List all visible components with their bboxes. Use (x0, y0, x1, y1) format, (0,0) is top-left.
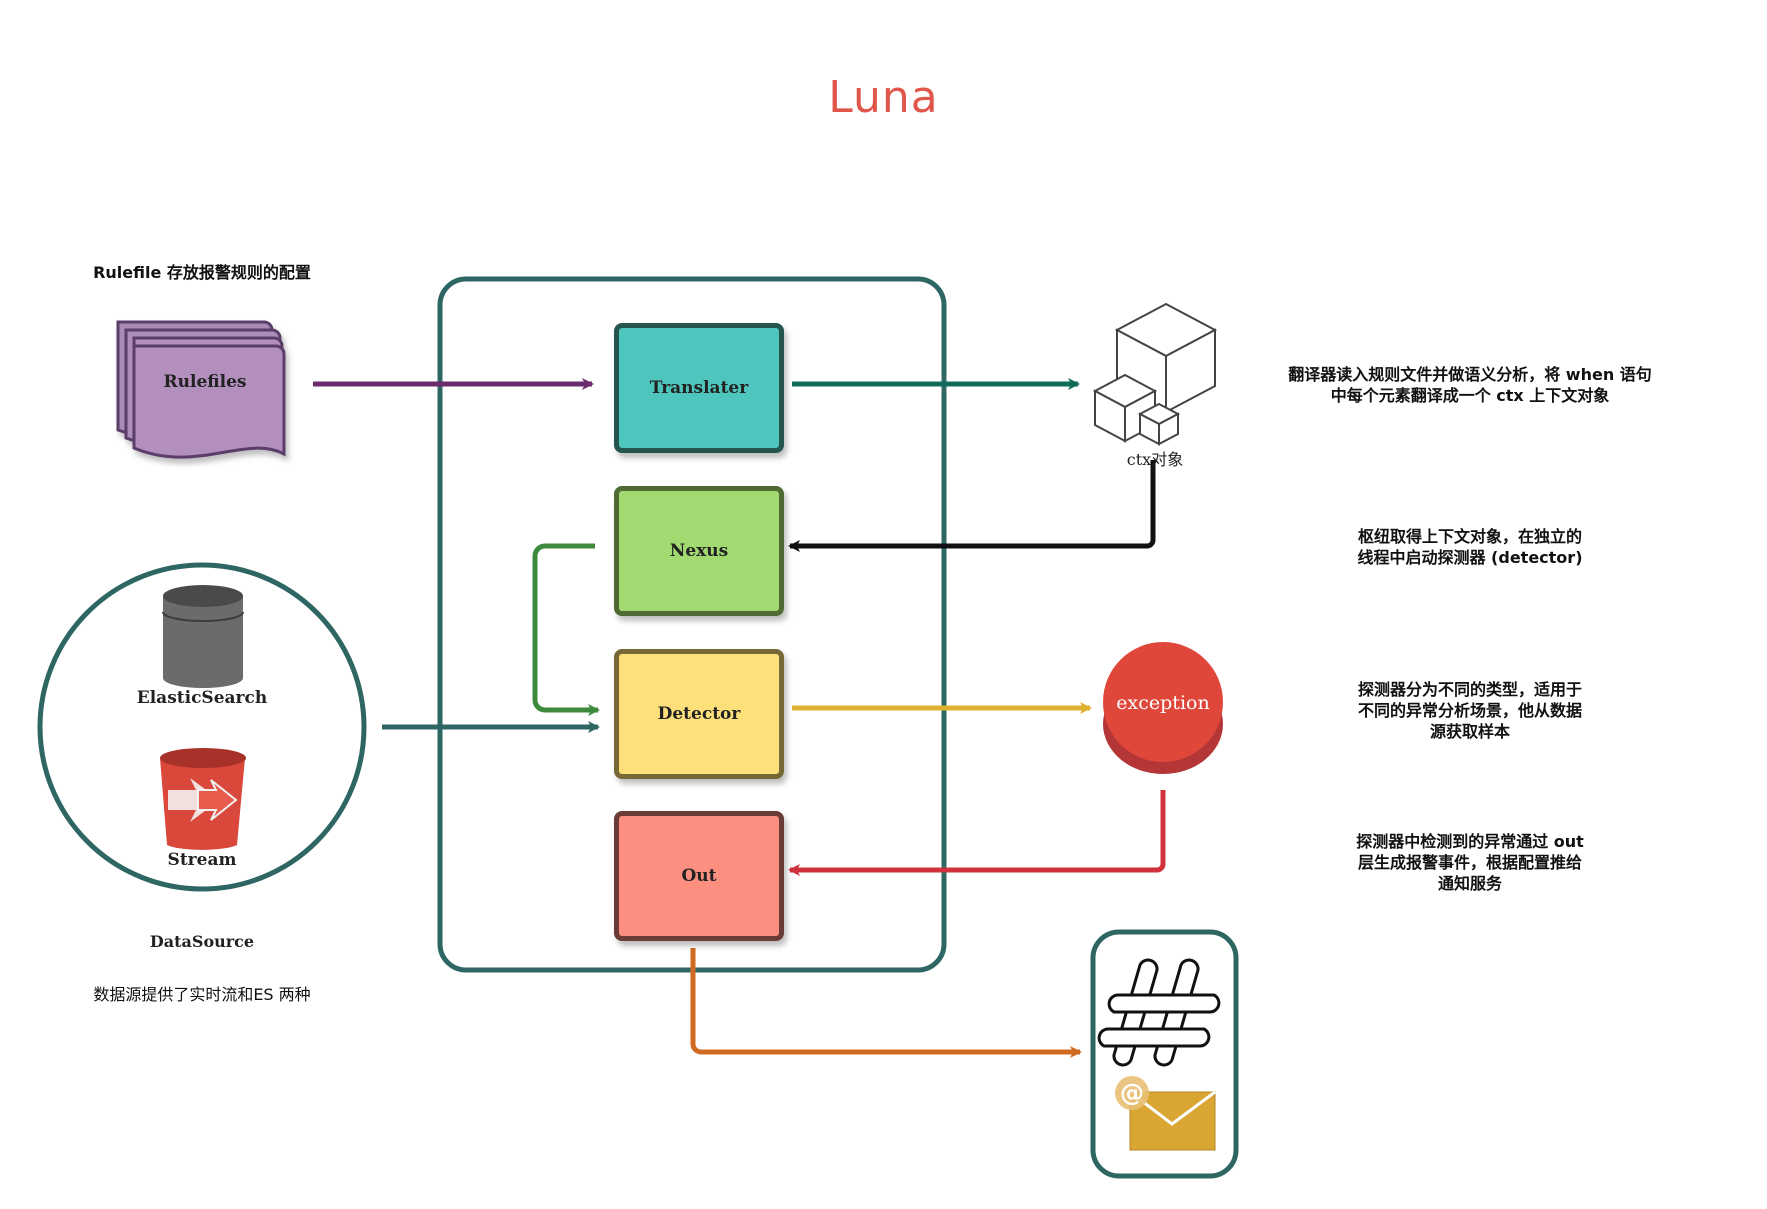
out-note-line: 层生成报警事件，根据配置推给 (1357, 853, 1582, 872)
ctx-cubes-icon (1092, 302, 1218, 446)
out-label: Out (681, 866, 717, 886)
datasource-note: 数据源提供了实时流和ES 两种 (93, 985, 311, 1004)
arrow-ctx-to-nexus (788, 460, 1156, 552)
out-note: 探测器中检测到的异常通过 out 层生成报警事件，根据配置推给 通知服务 (1300, 831, 1640, 894)
nexus-note: 枢纽取得上下文对象，在独立的 线程中启动探测器 (detector) (1300, 526, 1640, 568)
stream-bucket-icon (160, 748, 246, 850)
nexus-box[interactable]: Nexus (614, 486, 784, 616)
detector-box[interactable]: Detector (614, 649, 784, 779)
detector-note-line: 不同的异常分析场景，他从数据 (1357, 701, 1582, 720)
detector-note-line: 探测器分为不同的类型，适用于 (1357, 680, 1582, 699)
elasticsearch-db-icon (162, 585, 244, 688)
translater-box[interactable]: Translater (614, 323, 784, 453)
arrow-nexus-to-detector (532, 543, 600, 716)
detector-note: 探测器分为不同的类型，适用于 不同的异常分析场景，他从数据 源获取样本 (1300, 679, 1640, 742)
elasticsearch-label: ElasticSearch (136, 688, 268, 708)
translater-note-line: 中每个元素翻译成一个 ctx 上下文对象 (1330, 386, 1610, 405)
translater-label: Translater (649, 378, 749, 398)
rulefiles-label: Rulefiles (163, 372, 247, 392)
translater-note-line: 翻译器读入规则文件并做语义分析，将 when 语句 (1288, 365, 1652, 384)
rulefile-note: Rulefile 存放报警规则的配置 (93, 263, 311, 282)
stream-label: Stream (167, 850, 237, 870)
arrow-exception-to-out (788, 790, 1166, 876)
datasource-circle (37, 562, 367, 892)
mail-icon: @ (1115, 1076, 1216, 1151)
arrow-out-to-notify (690, 948, 1082, 1058)
exception-icon (1103, 642, 1223, 774)
ctx-label: ctx对象 (1126, 450, 1184, 469)
page-title: Luna (828, 72, 939, 123)
svg-text:@: @ (1120, 1079, 1144, 1107)
out-note-line: 探测器中检测到的异常通过 out (1356, 832, 1584, 851)
nexus-note-line: 线程中启动探测器 (detector) (1357, 548, 1583, 567)
datasource-label: DataSource (149, 932, 255, 951)
nexus-note-line: 枢纽取得上下文对象，在独立的 (1357, 527, 1582, 546)
detector-label: Detector (657, 704, 741, 724)
out-box[interactable]: Out (614, 811, 784, 941)
exception-label: exception (1116, 692, 1210, 714)
out-note-line: 通知服务 (1437, 874, 1502, 893)
slack-hash-icon (1097, 958, 1221, 1067)
rulefiles-icon (116, 320, 286, 459)
detector-note-line: 源获取样本 (1429, 722, 1510, 741)
nexus-label: Nexus (669, 541, 729, 561)
translater-note: 翻译器读入规则文件并做语义分析，将 when 语句 中每个元素翻译成一个 ctx… (1260, 364, 1680, 406)
